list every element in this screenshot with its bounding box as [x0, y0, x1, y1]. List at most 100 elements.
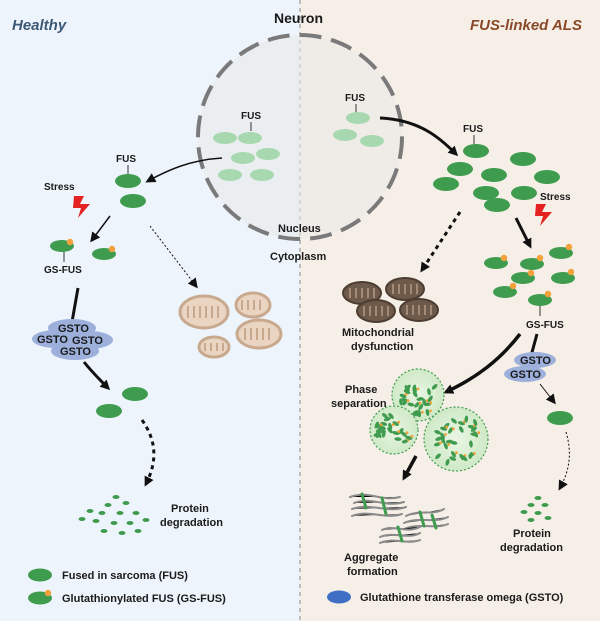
- fus-nucleus-right-label: FUS: [345, 93, 365, 104]
- droplet-fus: [450, 440, 458, 445]
- droplet-glutathione: [445, 425, 448, 429]
- phase-droplets: [369, 368, 489, 472]
- stress-left-label: Stress: [44, 182, 75, 193]
- dysfunctional-mitochondria: [342, 277, 439, 323]
- droplet-fus: [425, 408, 430, 416]
- droplet-glutathione: [397, 420, 401, 424]
- droplet-fus: [375, 427, 382, 433]
- fus-protein: [250, 169, 274, 181]
- fus-left-label: FUS: [116, 154, 136, 165]
- nucleus-label: Nucleus: [278, 223, 321, 235]
- droplet-glutathione: [418, 401, 422, 405]
- droplet-fus: [388, 422, 393, 430]
- phase-droplet: [391, 368, 445, 422]
- droplet-fus: [473, 430, 479, 438]
- droplet-fus: [373, 432, 381, 437]
- droplet-fus: [451, 451, 456, 458]
- phase-separation-label-2: separation: [331, 398, 387, 410]
- phase-droplet: [423, 406, 489, 472]
- export-arrow-healthy: [145, 157, 223, 183]
- droplet-fus: [461, 455, 468, 462]
- droplet-fus: [392, 421, 399, 426]
- gsto-cluster-right: GSTO GSTO: [504, 352, 556, 382]
- droplet-fus: [435, 453, 441, 460]
- droplet-fus: [412, 384, 417, 392]
- droplet-fus: [403, 389, 411, 395]
- fus-protein: [333, 129, 357, 141]
- healthy-title: Healthy: [12, 17, 67, 34]
- droplet-fus: [458, 426, 464, 433]
- droplet-fus: [435, 436, 443, 441]
- legend-gsto-text: Glutathione transferase omega (GSTO): [360, 592, 564, 604]
- fus-protein: [218, 169, 242, 181]
- mito-label-1: Mitochondrial: [342, 327, 414, 339]
- droplet-fus: [414, 401, 420, 408]
- gsto-label: GSTO: [37, 334, 68, 346]
- droplet-fus: [381, 430, 386, 438]
- cytoplasm-label: Cytoplasm: [270, 251, 326, 263]
- fus-protein: [213, 132, 237, 144]
- fus-protein: [547, 411, 573, 425]
- droplet-fus: [382, 413, 388, 419]
- fus-protein: [256, 148, 280, 160]
- stress-bolt-icon: [73, 196, 90, 218]
- legend-fus-text: Fused in sarcoma (FUS): [62, 570, 188, 582]
- nucleus-fus-left: FUS: [213, 111, 280, 181]
- protein-degradation-right-2: degradation: [500, 542, 563, 554]
- droplet-fus: [422, 398, 427, 406]
- droplet-fus: [404, 384, 411, 391]
- fus-protein: [346, 112, 370, 124]
- droplet-glutathione: [420, 410, 424, 414]
- droplet-fus: [399, 398, 403, 406]
- fus-protein: [96, 404, 122, 418]
- droplet-fus: [407, 402, 415, 407]
- droplet-glutathione: [477, 431, 481, 435]
- legend-fus: Fused in sarcoma (FUS): [28, 568, 188, 582]
- droplet-glutathione: [416, 387, 420, 391]
- droplet-fus: [469, 440, 473, 448]
- droplet-fus: [443, 422, 450, 429]
- stress-bolt-icon: [535, 204, 552, 226]
- droplet-fus: [398, 428, 404, 435]
- glutathione-dot: [108, 245, 116, 253]
- healthy-mitochondria: [178, 291, 283, 359]
- droplet-glutathione: [397, 430, 401, 433]
- fus-protein: [122, 387, 148, 401]
- droplet-glutathione: [455, 451, 458, 455]
- nucleus-cell: Nucleus: [196, 33, 404, 241]
- als-title: FUS-linked ALS: [470, 17, 582, 34]
- aggregate-formation-label-1: Aggregate: [344, 552, 398, 564]
- degraded-fragments-right: [520, 496, 552, 522]
- protein-degradation-left-1: Protein: [171, 503, 209, 515]
- gsto-label: GSTO: [72, 335, 103, 347]
- gs-fus-left-label: GS-FUS: [44, 265, 82, 276]
- glutathione-dot: [66, 238, 74, 246]
- droplet-fus: [473, 419, 478, 426]
- droplet-glutathione: [391, 423, 395, 427]
- droplet-fus: [445, 458, 450, 466]
- droplet-fus: [418, 404, 424, 411]
- stress-right-label: Stress: [540, 192, 571, 203]
- droplet-fus: [440, 432, 445, 440]
- droplet-fus: [412, 390, 418, 398]
- neuron-title: Neuron: [274, 10, 323, 26]
- droplet-fus: [451, 418, 457, 424]
- legend: Fused in sarcoma (FUS) Glutathionylated …: [28, 568, 564, 605]
- droplet-fus: [374, 421, 380, 429]
- droplet-fus: [400, 431, 407, 437]
- droplet-fus: [416, 397, 424, 401]
- droplet-fus: [394, 437, 402, 441]
- protein-degradation-right-1: Protein: [513, 528, 551, 540]
- fus-protein: [120, 194, 146, 208]
- droplet-glutathione: [429, 409, 432, 413]
- droplet-fus: [448, 427, 453, 434]
- droplet-glutathione: [439, 441, 442, 445]
- aggregate-fibrils: [349, 492, 449, 544]
- phase-separation-label-1: Phase: [345, 384, 377, 396]
- droplet-glutathione: [405, 431, 409, 435]
- fus-cytoplasmic-aggregate: [433, 144, 560, 212]
- droplet-glutathione: [404, 393, 408, 396]
- gsto-label: GSTO: [58, 323, 89, 335]
- gsto-label: GSTO: [60, 346, 91, 358]
